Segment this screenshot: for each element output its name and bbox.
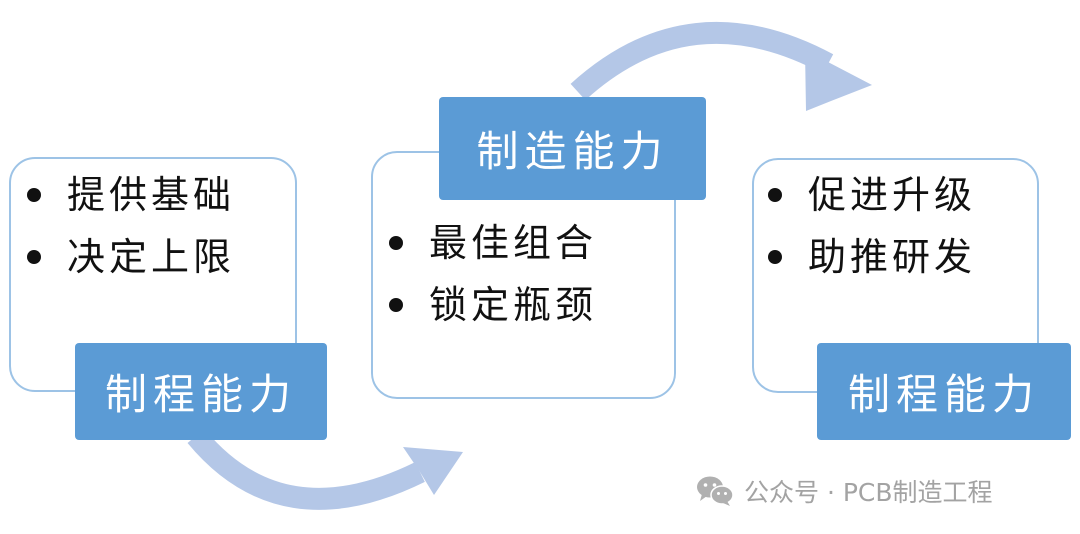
bullet-icon [389,236,403,250]
top-curved-arrow [570,21,872,111]
middle-bullet-list: 最佳组合 锁定瓶颈 [389,224,597,324]
bullet-text: 最佳组合 [429,221,598,265]
watermark: 公众号 · PCB制造工程 [696,472,993,510]
bullet-text: 决定上限 [67,235,236,279]
list-item: 决定上限 [27,238,235,276]
left-label: 制程能力 [75,343,327,440]
bullet-icon [27,250,41,264]
bullet-icon [27,188,41,202]
list-item: 锁定瓶颈 [389,286,597,324]
bullet-icon [389,298,403,312]
bottom-curved-arrow [187,428,463,510]
bullet-text: 锁定瓶颈 [429,283,598,327]
list-item: 促进升级 [768,176,976,214]
list-item: 提供基础 [27,176,235,214]
middle-label: 制造能力 [439,97,706,200]
wechat-icon [697,476,734,506]
bullet-text: 促进升级 [808,173,977,217]
bullet-text: 提供基础 [67,173,236,217]
list-item: 最佳组合 [389,224,597,262]
right-bullet-list: 促进升级 助推研发 [768,176,976,276]
right-label: 制程能力 [817,343,1071,440]
bullet-text: 助推研发 [808,235,977,279]
watermark-text: 公众号 · PCB制造工程 [744,478,993,507]
bullet-icon [768,188,782,202]
left-bullet-list: 提供基础 决定上限 [27,176,235,276]
bullet-icon [768,250,782,264]
list-item: 助推研发 [768,238,976,276]
